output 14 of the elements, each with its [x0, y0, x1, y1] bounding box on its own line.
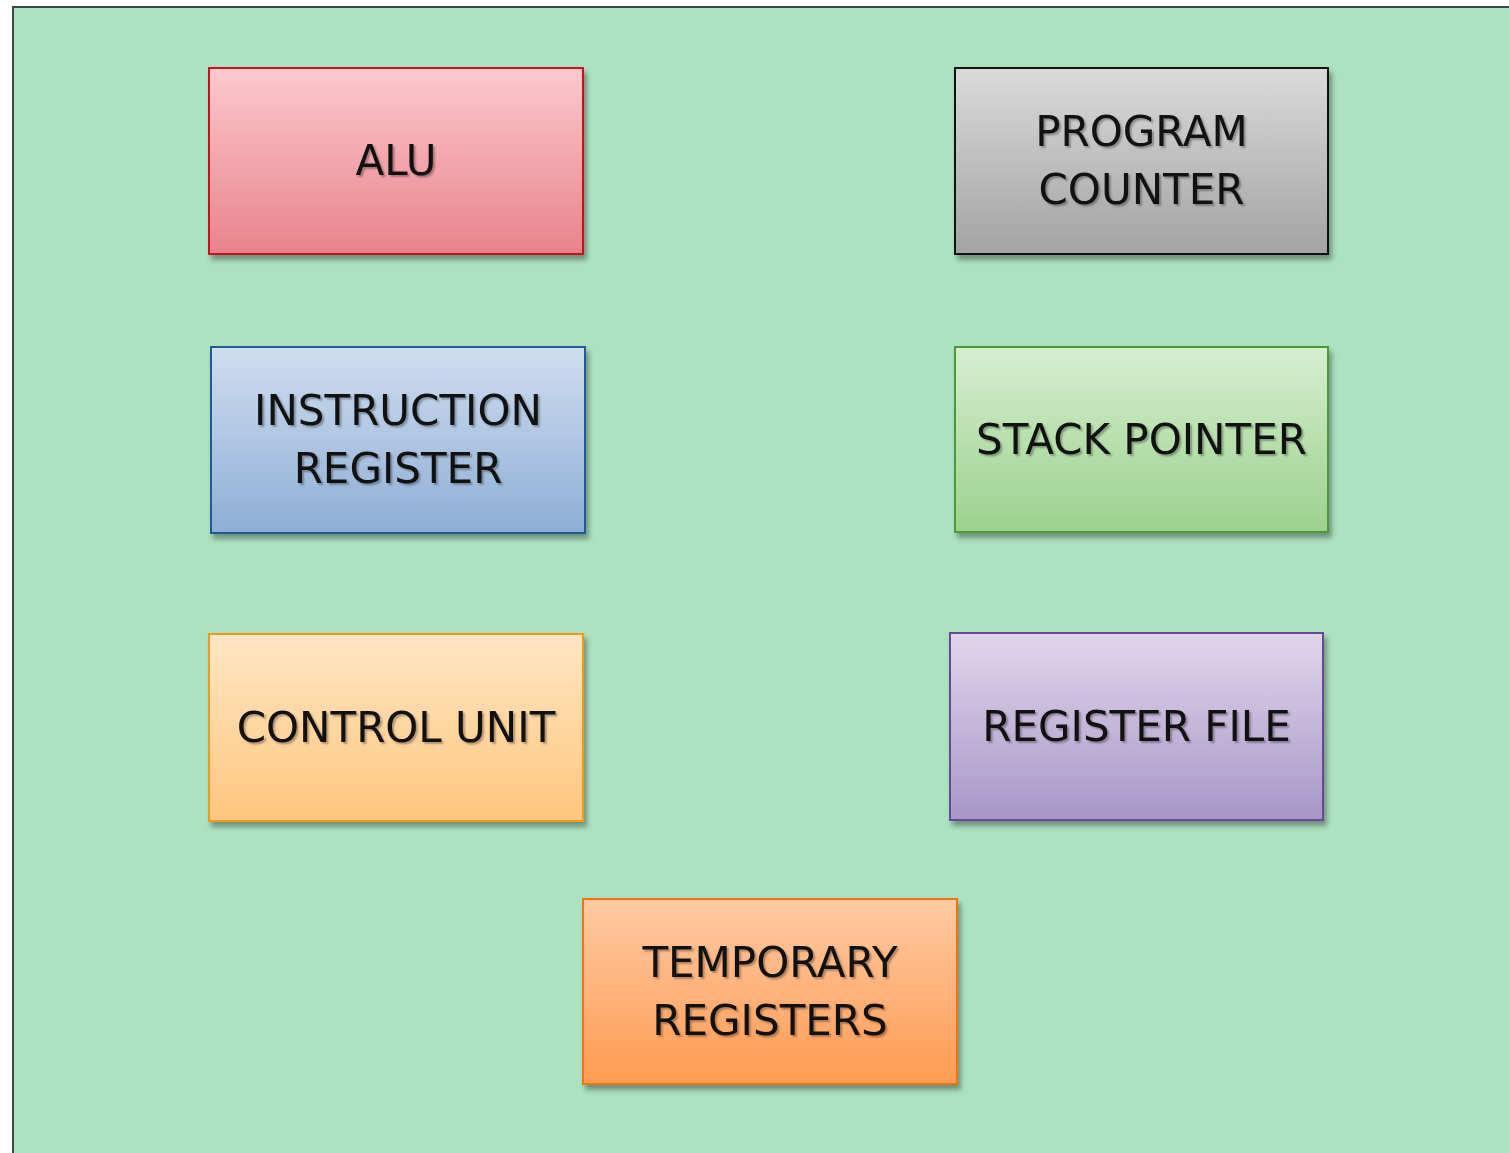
- register-box: [954, 67, 1329, 255]
- box-label: CONTROL UNIT: [236, 701, 556, 754]
- box-label: PROGRAM COUNTER: [1034, 106, 1249, 216]
- register-box: [954, 346, 1329, 533]
- register-box: [949, 632, 1324, 821]
- box-label: TEMPORARY REGISTERS: [641, 936, 899, 1047]
- register-box: [208, 67, 584, 255]
- register-box: [582, 898, 958, 1085]
- register-box: [208, 633, 584, 822]
- box-label: ALU: [355, 135, 437, 187]
- box-label: STACK POINTER: [976, 413, 1307, 466]
- register-box: [210, 346, 586, 534]
- box-label: REGISTER FILE: [982, 700, 1291, 753]
- box-label: INSTRUCTION REGISTER: [253, 385, 543, 495]
